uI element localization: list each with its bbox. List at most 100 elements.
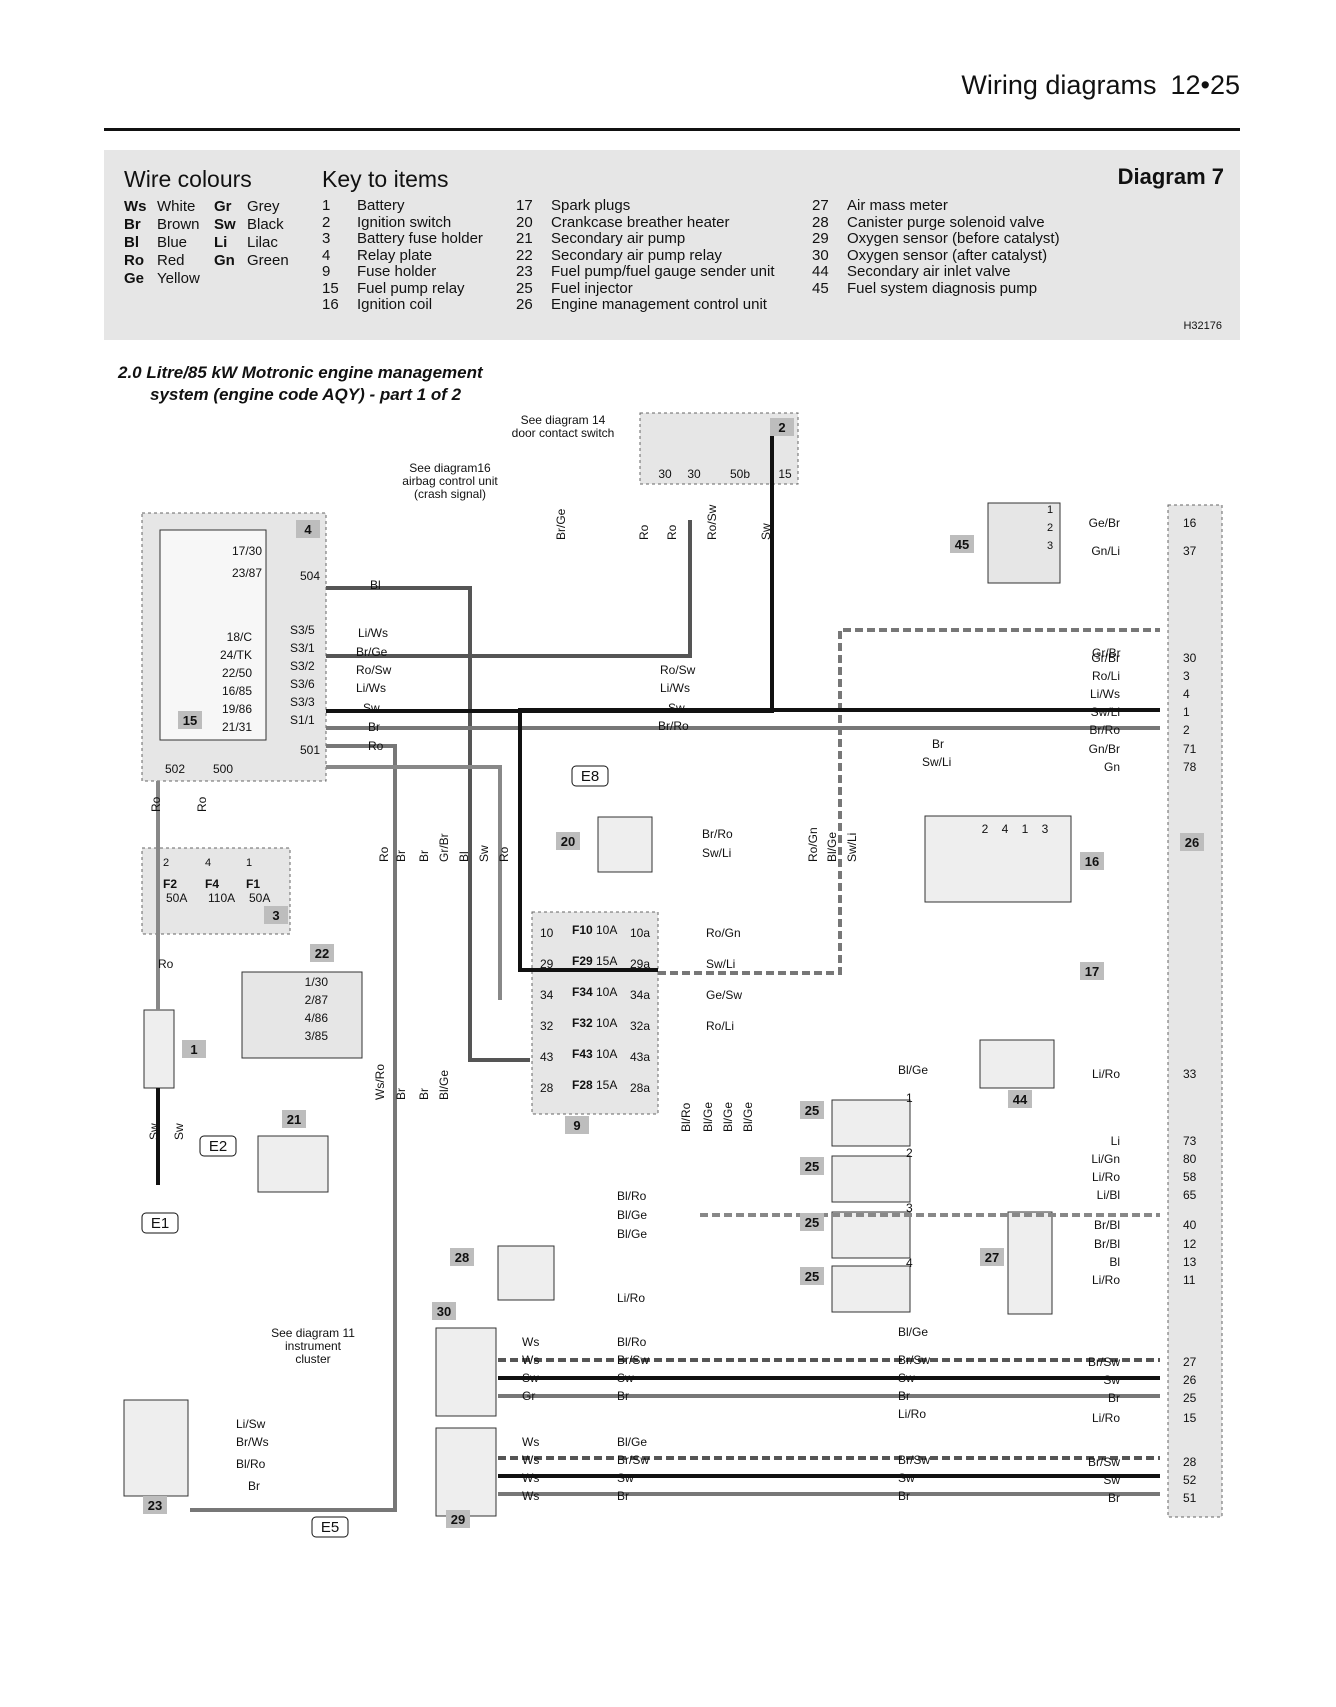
wire-colour-label: Li/Sw <box>236 1417 266 1431</box>
wire-colour-label: Ro/Sw <box>356 663 392 677</box>
component-tag-box <box>800 1101 824 1119</box>
injector-number: 1 <box>906 1091 913 1105</box>
wire-colour-code: Br <box>124 216 141 233</box>
component-tag-box <box>1180 833 1204 851</box>
relay-socket-label: 500 <box>213 762 233 776</box>
ecu-wire-colour: Br/Bl <box>1094 1237 1120 1251</box>
wire-colour-label: Br <box>617 1389 629 1403</box>
fuse-input-pin: 32 <box>540 1019 554 1033</box>
ecu-wire-colour: Br/Sw <box>1088 1455 1120 1469</box>
wire-colour-name: Black <box>247 216 284 233</box>
wire-colour-label: Ro <box>158 957 174 971</box>
ecu-wire-colour: Li/Ro <box>1092 1170 1120 1184</box>
key-item-label: Secondary air pump <box>551 230 686 247</box>
wire-colour-name: Yellow <box>157 270 200 287</box>
ecu-wire-colour: Li/Bl <box>1097 1188 1120 1202</box>
ecu-pin-number: 58 <box>1183 1170 1197 1184</box>
ecu-wire-colour: Li/Ro <box>1092 1067 1120 1081</box>
key-item-label: Fuel pump/fuel gauge sender unit <box>551 263 775 280</box>
fuse-wire-colour: Ro/Gn <box>706 926 741 940</box>
wire-colour-label: Ws <box>522 1353 539 1367</box>
wire-colour-label: Bl/Ro <box>617 1189 647 1203</box>
fuse-rating: 10A <box>596 985 617 999</box>
ecu-pin-number: 52 <box>1183 1473 1197 1487</box>
relay-terminal-label: 21/31 <box>222 720 252 734</box>
header-rule <box>104 128 1240 131</box>
wire-colour-label: Br <box>898 1489 910 1503</box>
ecu-wire-colour: Sw <box>1103 1473 1120 1487</box>
component-tag-box <box>432 1302 456 1320</box>
ecu-wire-colour: Gn <box>1104 760 1120 774</box>
wire-colour-label: Sw <box>617 1371 634 1385</box>
relay-socket-label: S3/3 <box>290 695 315 709</box>
key-item-label: Oxygen sensor (before catalyst) <box>847 230 1060 247</box>
component-tag-box <box>980 1248 1004 1266</box>
component-tag-box <box>450 1248 474 1266</box>
wire-colour-label: Ro <box>665 524 679 540</box>
wire-colour-label: Gr <box>522 1389 535 1403</box>
ecu-wire-colour: Gr/Br <box>1091 651 1120 665</box>
component-tag-number: 25 <box>805 1269 819 1284</box>
ground-label: E1 <box>151 1215 169 1232</box>
ecu-pin-number: 71 <box>1183 742 1197 756</box>
fuse-wire-colour: Ro/Li <box>706 1019 734 1033</box>
ecu-wire-colour: Li <box>1111 1134 1120 1148</box>
ecu-wire-colour: Bl <box>1109 1255 1120 1269</box>
note-line: door contact switch <box>512 426 615 440</box>
ignition-terminal: 50b <box>730 467 750 481</box>
diagnosis-pump-45 <box>987 502 1061 584</box>
component-tag-number: 15 <box>183 713 197 728</box>
fuse-output-pin: 29a <box>630 957 650 971</box>
coil-pin-number: 2 <box>982 822 989 836</box>
note-line: cluster <box>295 1352 330 1366</box>
ecu-pin-number: 25 <box>1183 1391 1197 1405</box>
fuse-holder-9 <box>531 911 659 1115</box>
component-tag-number: 44 <box>1013 1092 1028 1107</box>
wire-colour-label: Ro <box>637 524 651 540</box>
relay-terminal-label: 19/86 <box>222 702 252 716</box>
relay-socket-label: 502 <box>165 762 185 776</box>
fuse-rating: 15A <box>596 954 617 968</box>
key-item-number: 28 <box>812 213 829 231</box>
note-line: See diagram 11 <box>271 1326 355 1340</box>
coil-pin-number: 1 <box>1022 822 1029 836</box>
wire-colour-label: Br/Sw <box>617 1353 649 1367</box>
component-tag-number: 17 <box>1085 964 1099 979</box>
wire-colour-name: Brown <box>157 216 200 233</box>
injector-number: 2 <box>906 1146 913 1160</box>
key-item-label: Fuel pump relay <box>357 279 465 297</box>
ecu-wire-colour: Ge/Br <box>1089 516 1120 530</box>
injector-number: 4 <box>906 1256 913 1270</box>
ref-code: H32176 <box>1183 320 1222 332</box>
fuse-output-pin: 10a <box>630 926 650 940</box>
key-item-label: Battery fuse holder <box>357 230 483 247</box>
key-item-number: 26 <box>516 296 533 313</box>
component-tag-box <box>264 906 288 924</box>
page-number: 12•25 <box>1170 70 1240 100</box>
wire-colour-label: Br <box>248 1479 260 1493</box>
note-line: airbag control unit <box>402 474 498 488</box>
relay-socket-label: S3/1 <box>290 641 315 655</box>
relay-socket-label: 501 <box>300 743 320 757</box>
wire-colour-label: Br <box>417 1088 431 1100</box>
wire-colour-label: Sw <box>668 701 685 715</box>
wire-colour-label: Ws <box>522 1453 539 1467</box>
component-tag-number: 30 <box>437 1304 451 1319</box>
wire-colour-label: Bl/Ge <box>437 1070 451 1100</box>
ecu-wire-colour: Li/Ws <box>1090 687 1120 701</box>
wire-colour-label: Bl/Ro <box>236 1457 266 1471</box>
component-tag-number: 2 <box>778 420 785 435</box>
wire-colour-label: Br <box>394 1088 408 1100</box>
